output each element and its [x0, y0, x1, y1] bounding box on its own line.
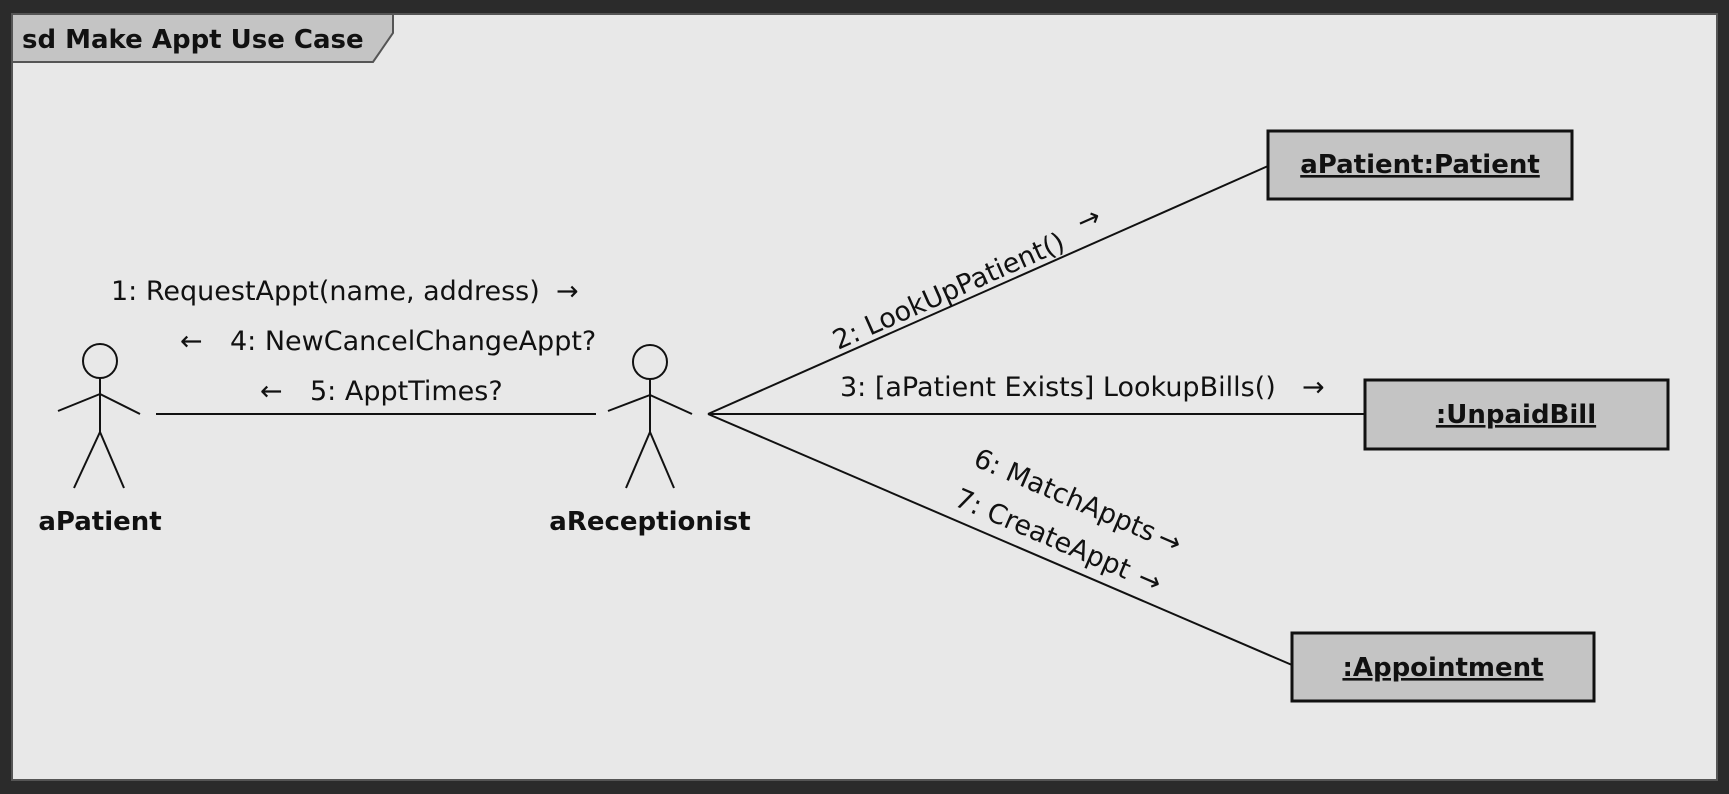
frame-title-tab — [11, 13, 394, 63]
object-unpaid-bill-box — [1363, 378, 1670, 451]
link-receptionist-patient-object — [707, 165, 1269, 415]
frame-title: sd Make Appt Use Case — [22, 25, 364, 55]
message-4: 4: NewCancelChangeAppt? — [230, 326, 596, 357]
message-3: 3: [aPatient Exists] LookupBills() — [840, 372, 1276, 403]
message-5-arrow: ← — [260, 376, 283, 407]
message-4-arrow: ← — [180, 326, 203, 357]
message-3-arrow: → — [1302, 372, 1325, 403]
object-appointment-name: :Appointment — [1342, 653, 1543, 683]
message-1-arrow: → — [556, 276, 579, 307]
object-appointment-box — [1290, 631, 1596, 703]
links — [156, 165, 1365, 666]
actor-receptionist-name: aReceptionist — [549, 507, 750, 537]
message-5: 5: ApptTimes? — [310, 376, 503, 407]
message-1: 1: RequestAppt(name, address) — [111, 276, 540, 307]
object-unpaid-bill-name: :UnpaidBill — [1436, 400, 1596, 430]
object-patient-box — [1266, 129, 1574, 201]
actor-receptionist-figure — [607, 344, 693, 489]
actor-patient-figure — [57, 343, 141, 489]
link-receptionist-appointment — [707, 413, 1293, 666]
object-patient-name: aPatient:Patient — [1300, 150, 1540, 180]
actor-patient-name: aPatient — [38, 507, 161, 537]
